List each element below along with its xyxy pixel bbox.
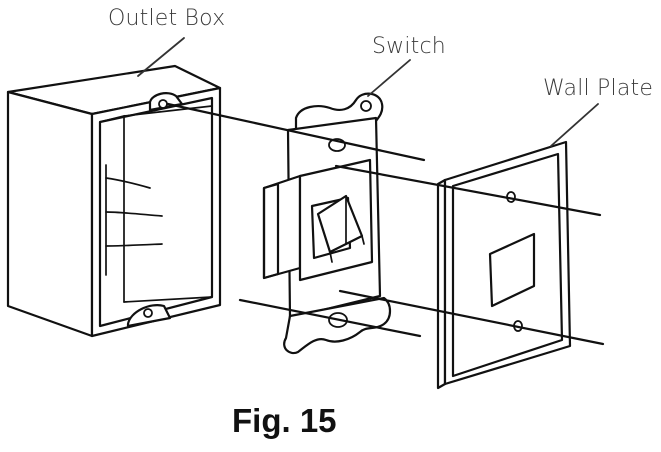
wall-plate-leader: [550, 103, 599, 147]
wall-plate: [436, 140, 572, 390]
alignment-lines: [166, 102, 605, 346]
wall-plate-label: Wall Plate: [543, 76, 654, 101]
switch-leader: [367, 59, 411, 97]
switch-label: Switch: [372, 34, 446, 59]
outlet-box-leader: [137, 37, 185, 77]
outlet-box: [6, 64, 222, 338]
switch: [262, 92, 392, 355]
leader-lines: [137, 37, 599, 147]
wall-plate-toggle-opening: [488, 232, 536, 308]
outlet-box-top-screw-hole: [158, 99, 168, 109]
outlet-box-bottom-screw-hole: [143, 308, 153, 318]
outlet-box-label: Outlet Box: [108, 6, 226, 31]
figure-caption: Fig. 15: [232, 402, 337, 439]
switch-top-ear-hole: [360, 100, 372, 112]
